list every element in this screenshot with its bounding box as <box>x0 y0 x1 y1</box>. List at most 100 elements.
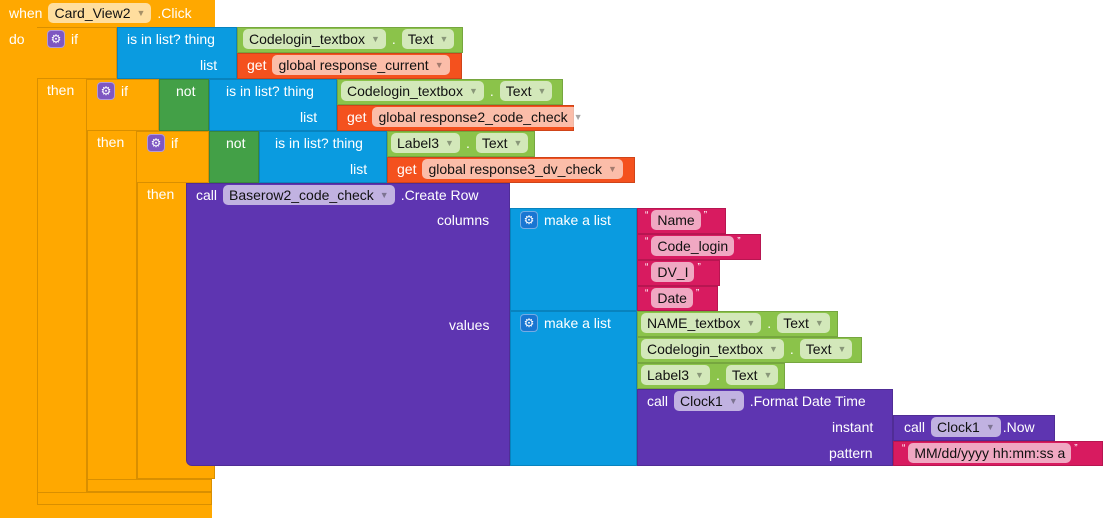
variable-name: global response3_dv_check <box>428 161 603 177</box>
dropdown-arrow-icon: ▼ <box>814 318 824 328</box>
dropdown-arrow-icon: ▼ <box>136 8 146 18</box>
call-label: call <box>647 393 669 409</box>
mutator-gear-icon[interactable]: ⚙ <box>47 30 65 48</box>
close-quote-icon: ” <box>703 210 708 221</box>
text-value: Date <box>657 290 687 306</box>
open-quote-icon: “ <box>645 262 649 273</box>
property-name: Text <box>481 135 508 151</box>
open-quote-icon: “ <box>645 288 649 299</box>
property-dropdown[interactable]: Text▼ <box>499 81 553 101</box>
dropdown-arrow-icon: ▼ <box>763 370 773 380</box>
is-in-list-block[interactable] <box>259 131 387 183</box>
if-block-2[interactable] <box>87 79 137 492</box>
dropdown-arrow-icon: ▼ <box>695 370 704 380</box>
event-footer <box>0 505 212 518</box>
not-block[interactable] <box>159 79 209 131</box>
text-field[interactable]: Code_login <box>651 236 735 256</box>
create-row-call-block[interactable] <box>186 183 510 466</box>
variable-dropdown[interactable]: global response2_code_check▼ <box>372 107 589 127</box>
values-label: values <box>449 317 490 333</box>
property-dropdown[interactable]: Text ▼ <box>777 313 830 333</box>
pattern-text-field[interactable]: MM/dd/yyyy hh:mm:ss a <box>908 443 1072 463</box>
component-dropdown[interactable]: Card_View2▼ <box>48 3 152 23</box>
do-label: do <box>9 31 25 47</box>
event-block[interactable] <box>0 0 37 518</box>
component-name: Label3 <box>647 367 690 383</box>
component-dropdown[interactable]: Codelogin_textbox▼ <box>243 29 386 49</box>
get-label: get <box>247 57 267 73</box>
not-label: not <box>176 83 196 99</box>
component-name: Baserow2_code_check <box>229 187 374 203</box>
columns-label: columns <box>437 212 490 228</box>
make-a-list-label: make a list <box>544 315 611 331</box>
get-label: get <box>397 161 417 177</box>
text-field[interactable]: Name <box>651 210 701 230</box>
property-dropdown[interactable]: Text▼ <box>401 29 455 49</box>
component-dropdown[interactable]: Baserow2_code_check▼ <box>223 185 395 205</box>
component-name: Codelogin_textbox <box>647 341 763 357</box>
instant-label: instant <box>832 419 874 435</box>
then-label: then <box>47 82 75 98</box>
make-a-list-block[interactable] <box>510 311 637 466</box>
dropdown-arrow-icon: ▼ <box>837 344 847 354</box>
dropdown-arrow-icon: ▼ <box>985 422 995 432</box>
text-field[interactable]: DV_I <box>651 262 695 282</box>
mutator-gear-icon[interactable]: ⚙ <box>520 211 538 229</box>
not-label: not <box>226 135 246 151</box>
property-dropdown[interactable]: Text ▼ <box>725 365 779 385</box>
component-name: Clock1 <box>937 419 980 435</box>
close-quote-icon: ” <box>697 262 701 273</box>
if-label: if <box>171 135 178 151</box>
then-label: then <box>97 134 125 150</box>
dropdown-arrow-icon: ▼ <box>370 34 380 44</box>
dropdown-arrow-icon: ▼ <box>573 112 583 122</box>
variable-dropdown[interactable]: global response3_dv_check ▼ <box>422 159 623 179</box>
mutator-gear-icon[interactable]: ⚙ <box>97 82 115 100</box>
call-label: call <box>904 419 926 435</box>
close-quote-icon: ” <box>737 236 741 247</box>
open-quote-icon: “ <box>902 443 906 454</box>
component-dropdown[interactable]: NAME_textbox▼ <box>641 313 762 333</box>
property-name: Text <box>505 83 532 99</box>
mutator-gear-icon[interactable]: ⚙ <box>520 314 538 332</box>
variable-dropdown[interactable]: global response_current▼ <box>272 55 450 75</box>
variable-name: global response_current <box>278 57 429 73</box>
open-quote-icon: “ <box>645 236 649 247</box>
method-name: .Create Row <box>400 187 479 203</box>
method-name: .Now <box>1002 419 1035 435</box>
method-name: .Format Date Time <box>749 393 866 409</box>
property-dropdown[interactable]: Text▼ <box>475 133 529 153</box>
component-dropdown[interactable]: Label3 ▼ <box>641 365 710 385</box>
component-name: Label3 <box>397 135 440 151</box>
property-name: Text <box>731 367 758 383</box>
list-label: list <box>200 57 218 73</box>
if-block-2-footer <box>87 479 212 492</box>
dropdown-arrow-icon: ▼ <box>445 138 454 148</box>
component-name: Codelogin_textbox <box>347 83 463 99</box>
text-value: Code_login <box>657 238 729 254</box>
component-dropdown[interactable]: Clock1▼ <box>674 391 744 411</box>
mutator-gear-icon[interactable]: ⚙ <box>147 134 165 152</box>
text-field[interactable]: Date <box>651 288 693 308</box>
list-label: list <box>350 161 368 177</box>
is-in-list-block[interactable] <box>209 79 337 131</box>
not-block[interactable] <box>209 131 259 183</box>
is-in-list-label: is in list? thing <box>226 83 314 99</box>
component-dropdown[interactable]: Label3 ▼ <box>391 133 460 153</box>
component-dropdown[interactable]: Codelogin_textbox▼ <box>341 81 484 101</box>
is-in-list-label: is in list? thing <box>127 31 215 47</box>
component-dropdown[interactable]: Clock1 ▼ <box>931 417 1001 437</box>
component-dropdown[interactable]: Codelogin_textbox▼ <box>641 339 784 359</box>
open-quote-icon: “ <box>645 210 649 221</box>
is-in-list-block[interactable] <box>117 27 237 79</box>
dropdown-arrow-icon: ▼ <box>608 164 617 174</box>
property-name: Text <box>783 315 809 331</box>
close-quote-icon: ” <box>1074 443 1078 454</box>
component-name: NAME_textbox <box>647 315 741 331</box>
if-label: if <box>121 83 128 99</box>
property-dropdown[interactable]: Text ▼ <box>799 339 853 359</box>
text-value: Name <box>657 212 695 228</box>
if-block-3-header <box>137 131 209 183</box>
property-name: Text <box>805 341 832 357</box>
if-block-1[interactable] <box>37 27 87 505</box>
